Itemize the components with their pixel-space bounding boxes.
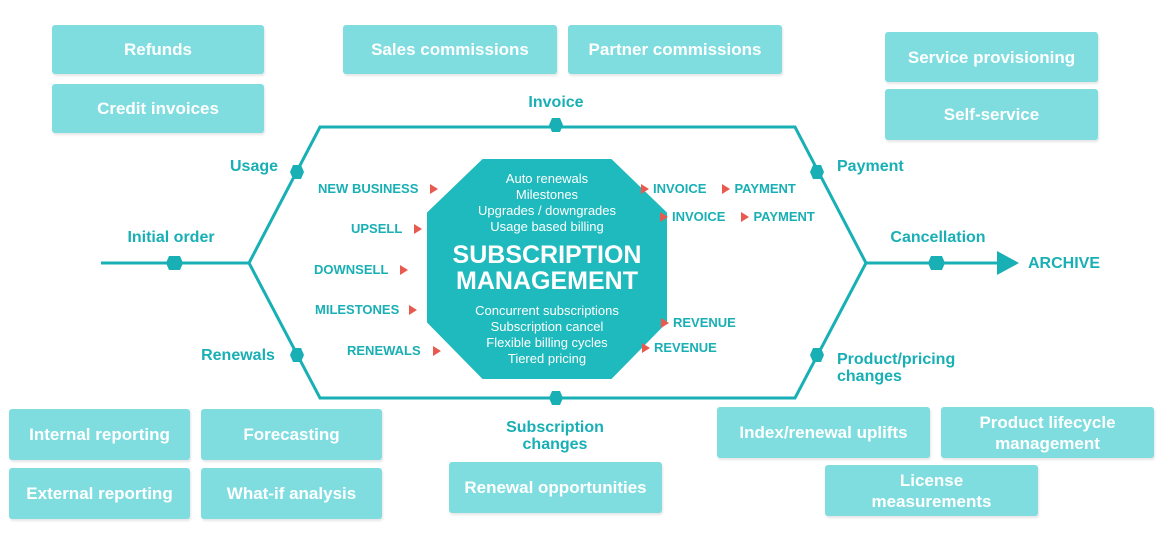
- box-internal-reporting: Internal reporting: [9, 409, 190, 460]
- arrow-right-icon: [660, 211, 668, 222]
- input-downsell-label: DOWNSELL: [314, 262, 389, 277]
- box-refunds: Refunds: [52, 25, 264, 74]
- feature-concurrent-subscriptions: Concurrent subscriptions: [475, 303, 619, 318]
- feature-tiered-pricing: Tiered pricing: [507, 351, 587, 366]
- box-external-reporting: External reporting: [9, 468, 190, 519]
- box-self-service: Self-service: [885, 89, 1098, 140]
- feature-upgrades-downgrades: Upgrades / downgrades: [477, 203, 617, 218]
- output-invoice-payment-2: INVOICE PAYMENT: [656, 209, 815, 225]
- label-payment: Payment: [837, 158, 904, 175]
- arrow-right-icon: [414, 223, 423, 234]
- label-renewals: Renewals: [201, 347, 275, 364]
- arrow-right-icon: [432, 345, 441, 356]
- output-revenue-1: REVENUE: [657, 315, 736, 331]
- node-renewals: [290, 348, 304, 362]
- box-license-measurements: License measurements: [825, 465, 1038, 516]
- box-service-provisioning: Service provisioning: [885, 32, 1098, 82]
- feature-milestones: Milestones: [515, 187, 579, 202]
- node-initial-order: [166, 256, 183, 270]
- arrow-right-icon: [641, 183, 649, 194]
- label-cancellation: Cancellation: [890, 229, 986, 246]
- arrow-right-icon: [430, 183, 439, 194]
- box-what-if-analysis: What-if analysis: [201, 468, 382, 519]
- node-subscription-changes: [549, 391, 563, 405]
- center-hexagon: [427, 159, 667, 379]
- input-renewals: RENEWALS: [347, 343, 445, 359]
- input-new-business-label: NEW BUSINESS: [318, 181, 419, 196]
- box-renewal-opportunities: Renewal opportunities: [449, 462, 662, 513]
- input-new-business: NEW BUSINESS: [318, 181, 442, 197]
- arrow-right-icon: [741, 211, 750, 222]
- node-payment: [810, 165, 824, 179]
- label-usage: Usage: [229, 158, 279, 175]
- output-invoice-label: INVOICE: [672, 209, 726, 224]
- node-usage: [290, 165, 304, 179]
- box-forecasting: Forecasting: [201, 409, 382, 460]
- output-revenue-label: REVENUE: [673, 315, 736, 330]
- node-cancellation: [928, 256, 945, 270]
- center-title-line2: MANAGEMENT: [456, 267, 638, 295]
- input-downsell: DOWNSELL: [314, 262, 412, 278]
- arrow-right-icon: [400, 264, 409, 275]
- label-archive: ARCHIVE: [1028, 255, 1101, 272]
- output-invoice-label: INVOICE: [653, 181, 707, 196]
- center-title-line1: SUBSCRIPTION: [452, 241, 642, 269]
- input-milestones-label: MILESTONES: [315, 302, 400, 317]
- input-renewals-label: RENEWALS: [347, 343, 421, 358]
- output-payment-label: PAYMENT: [753, 209, 815, 224]
- output-revenue-label: REVENUE: [654, 340, 717, 355]
- box-partner-commissions: Partner commissions: [568, 25, 782, 74]
- output-invoice-payment-1: INVOICE PAYMENT: [637, 181, 796, 197]
- label-subscription-changes: Subscription changes: [506, 419, 604, 453]
- feature-subscription-cancel: Subscription cancel: [490, 319, 604, 334]
- arrow-right-icon: [722, 183, 731, 194]
- box-index-renewal-uplifts: Index/renewal uplifts: [717, 407, 930, 458]
- box-credit-invoices: Credit invoices: [52, 84, 264, 133]
- arrow-right-icon: [409, 304, 418, 315]
- node-invoice: [549, 118, 563, 132]
- arrow-right-icon: [642, 342, 650, 353]
- input-milestones: MILESTONES: [315, 302, 421, 318]
- output-payment-label: PAYMENT: [734, 181, 796, 196]
- label-initial-order: Initial order: [127, 229, 215, 246]
- box-product-lifecycle-management: Product lifecycle management: [941, 407, 1154, 458]
- arrow-right-icon: [661, 317, 669, 328]
- feature-usage-based-billing: Usage based billing: [490, 219, 604, 234]
- output-revenue-2: REVENUE: [638, 340, 717, 356]
- feature-flexible-billing-cycles: Flexible billing cycles: [486, 335, 608, 350]
- archive-arrowhead: [997, 251, 1019, 275]
- label-product-pricing-changes: Product/pricing changes: [837, 351, 956, 385]
- box-sales-commissions: Sales commissions: [343, 25, 557, 74]
- feature-auto-renewals: Auto renewals: [505, 171, 589, 186]
- label-invoice: Invoice: [528, 94, 584, 111]
- input-upsell: UPSELL: [351, 221, 426, 237]
- input-upsell-label: UPSELL: [351, 221, 403, 236]
- node-product-pricing: [810, 348, 824, 362]
